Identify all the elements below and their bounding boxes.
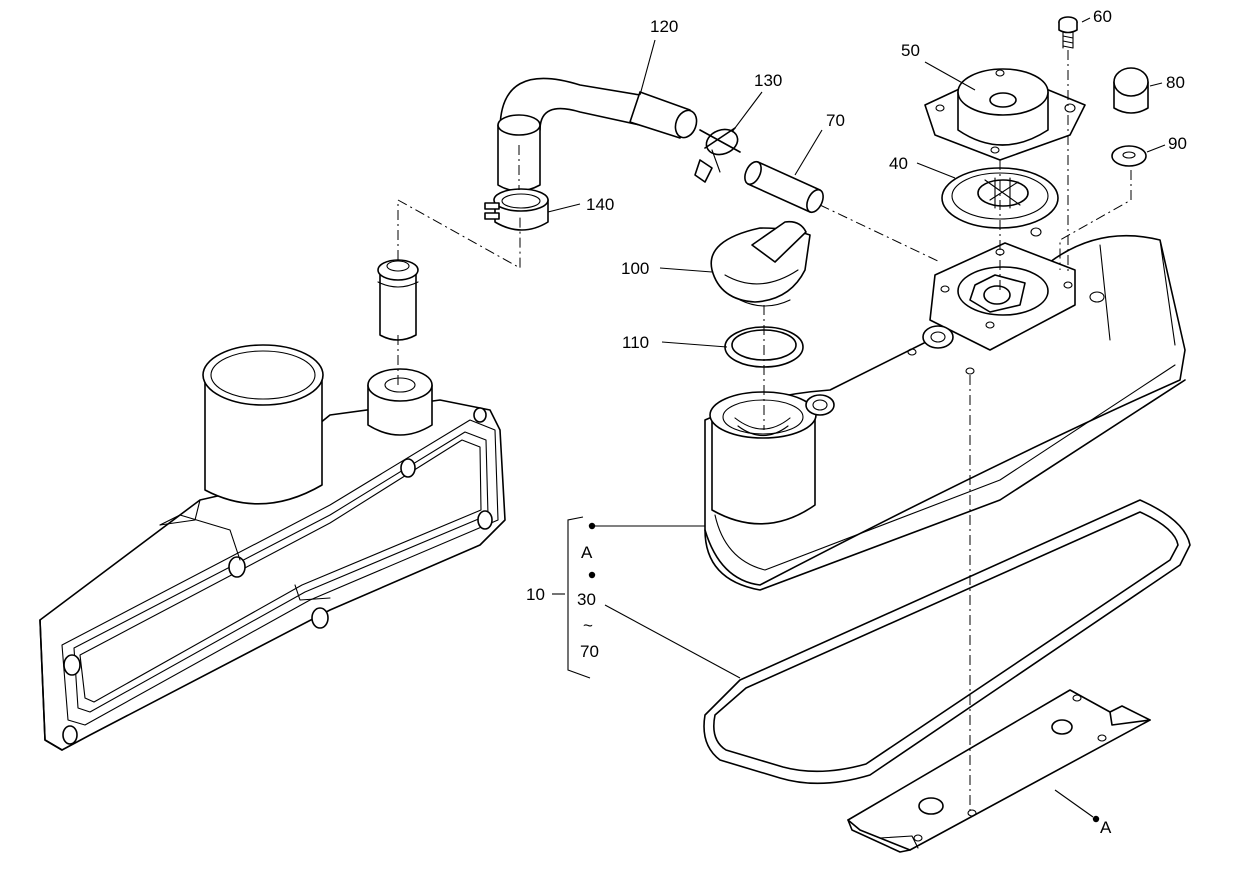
- manifold-cover-part: [39, 344, 506, 751]
- breather-cap-part: [924, 68, 1086, 161]
- leader-lines: [547, 17, 1166, 818]
- bolt-part: [1058, 16, 1078, 49]
- cap-nut-part: [1113, 67, 1149, 114]
- group-label-tilde: ~: [583, 616, 593, 635]
- part-label-50: 50: [901, 41, 920, 60]
- part-label-110: 110: [622, 333, 649, 352]
- nipple-fitting-part: [377, 259, 419, 341]
- part-label-120: 120: [650, 17, 678, 36]
- hose-clamp-part: [484, 188, 549, 231]
- part-label-100: 100: [621, 259, 649, 278]
- group-label-70: 70: [580, 642, 599, 661]
- bullet-dot: [588, 522, 596, 530]
- part-label-10: 10: [526, 585, 545, 604]
- group-label-a: A: [581, 543, 593, 562]
- washer-part: [1111, 145, 1147, 167]
- part-label-140: 140: [586, 195, 614, 214]
- bullet-dot: [588, 571, 596, 579]
- group-label-30: 30: [577, 590, 596, 609]
- bullet-dot: [1092, 815, 1100, 823]
- bracket-plate-part: [847, 689, 1151, 853]
- valve-cover-part: [704, 227, 1186, 591]
- part-label-90: 90: [1168, 134, 1187, 153]
- hose-part: [497, 77, 698, 192]
- oil-filler-cap-part: [710, 220, 811, 307]
- part-label-130: 130: [754, 71, 782, 90]
- part-label-80: 80: [1166, 73, 1185, 92]
- ref-label-a: A: [1100, 818, 1112, 837]
- part-label-40: 40: [889, 154, 908, 173]
- spring-clamp-part: [694, 127, 741, 183]
- assembly-center-lines: [397, 50, 1132, 810]
- part-label-60: 60: [1093, 7, 1112, 26]
- gasket-part: [703, 499, 1191, 785]
- part-label-70-pipe: 70: [826, 111, 845, 130]
- pipe-part: [744, 160, 824, 214]
- diaphragm-part: [941, 167, 1059, 229]
